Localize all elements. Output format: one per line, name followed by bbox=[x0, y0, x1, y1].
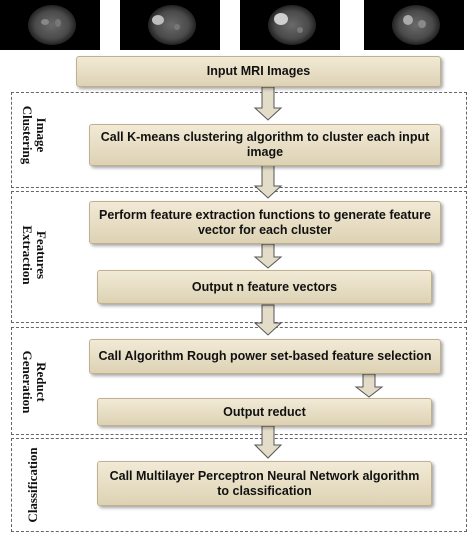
mri-image-strip bbox=[0, 0, 474, 52]
section-image-clustering bbox=[11, 92, 467, 188]
mlp-classification-box: Call Multilayer Perceptron Neural Networ… bbox=[97, 461, 432, 506]
mri-image-1 bbox=[0, 0, 100, 50]
mri-image-3 bbox=[240, 0, 340, 50]
section-label-reduct-generation: Reduct Generation bbox=[20, 350, 49, 414]
mri-image-2 bbox=[120, 0, 220, 50]
section-reduct-generation bbox=[11, 327, 467, 435]
section-features-extraction bbox=[11, 191, 467, 323]
mri-image-4 bbox=[364, 0, 464, 50]
section-label-features-extraction: Features Extraction bbox=[20, 225, 49, 285]
section-classification bbox=[11, 438, 467, 532]
feature-extraction-box: Perform feature extraction functions to … bbox=[89, 201, 441, 244]
output-reduct-box: Output reduct bbox=[97, 398, 432, 426]
input-mri-images-box: Input MRI Images bbox=[76, 56, 441, 87]
section-label-classification: Classification bbox=[25, 447, 40, 523]
rough-power-set-box: Call Algorithm Rough power set-based fea… bbox=[89, 339, 441, 374]
section-label-image-clustering: Image Clustering bbox=[20, 105, 49, 165]
output-feature-vectors-box: Output n feature vectors bbox=[97, 270, 432, 304]
kmeans-clustering-box: Call K-means clustering algorithm to clu… bbox=[89, 124, 441, 166]
